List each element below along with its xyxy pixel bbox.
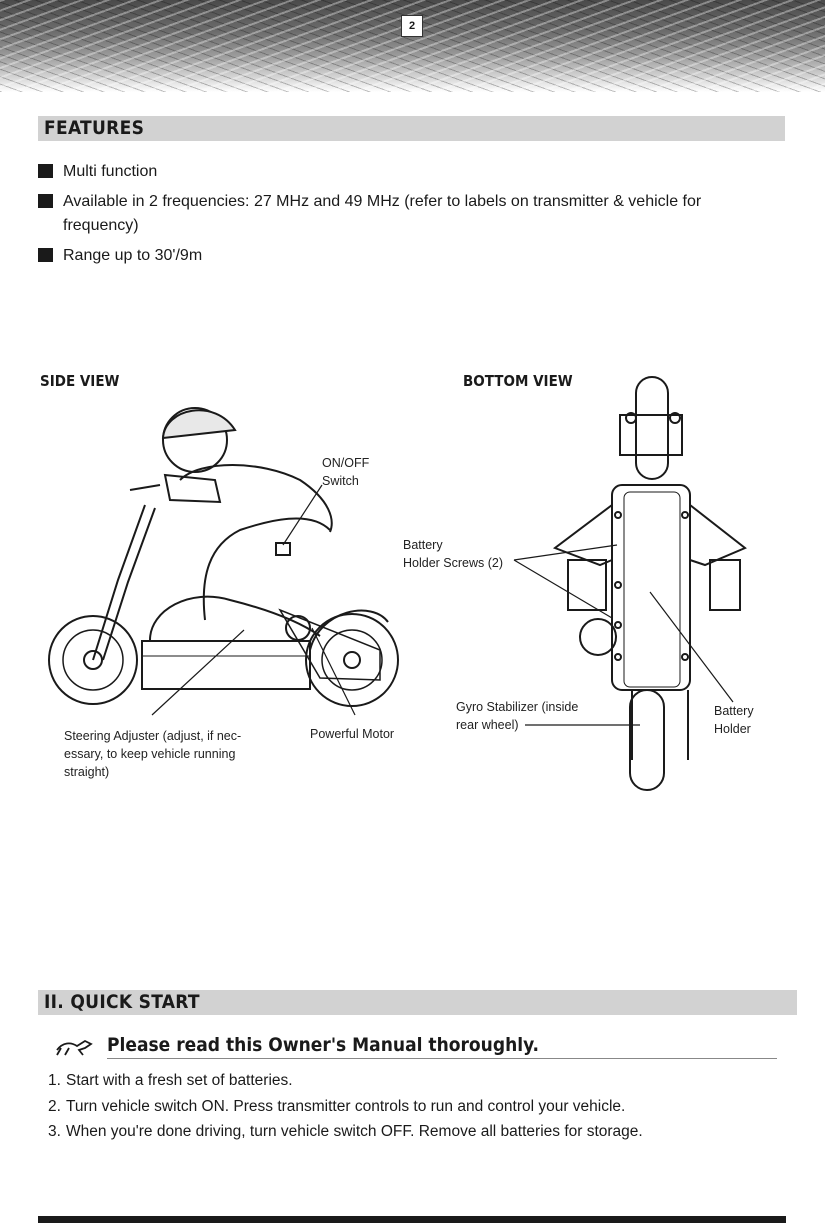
label-battery-holder: Battery Holder xyxy=(714,704,754,736)
running-dog-icon xyxy=(56,1039,93,1056)
quick-start-heading: Please read this Owner's Manual thorough… xyxy=(107,1034,777,1059)
list-item: 2.Turn vehicle switch ON. Press transmit… xyxy=(48,1097,626,1115)
features-section-title: FEATURES xyxy=(38,116,785,141)
feature-item: Multi function xyxy=(38,160,778,184)
label-gyro-stabilizer: Gyro Stabilizer (inside rear wheel) xyxy=(456,700,579,732)
quick-start-steps: 1.Start with a fresh set of batteries. 2… xyxy=(48,1068,643,1145)
feature-item: Range up to 30'/9m xyxy=(38,244,778,268)
bullet-square-icon xyxy=(38,164,53,178)
list-item: 3.When you're done driving, turn vehicle… xyxy=(48,1123,643,1140)
leader-lines xyxy=(151,484,734,726)
feature-item: Available in 2 frequencies: 27 MHz and 4… xyxy=(38,190,778,238)
quick-start-section-title: II. QUICK START xyxy=(38,990,797,1015)
bottom-view-illustration xyxy=(552,376,747,791)
label-powerful-motor: Powerful Motor xyxy=(310,727,395,741)
bullet-square-icon xyxy=(38,248,53,262)
page-number: 2 xyxy=(401,15,423,37)
label-battery-holder-screws: Battery Holder Screws (2) xyxy=(403,538,504,570)
vehicle-diagram xyxy=(48,376,747,791)
bottom-view-title: BOTTOM VIEW xyxy=(463,372,573,390)
features-list: Multi function Available in 2 frequencie… xyxy=(38,160,778,274)
label-on-off-switch: ON/OFF Switch xyxy=(322,456,370,488)
header-banner xyxy=(0,0,825,92)
side-view-illustration xyxy=(48,407,399,707)
footer-bar xyxy=(38,1216,786,1223)
list-item: 1.Start with a fresh set of batteries. xyxy=(48,1072,293,1089)
label-steering-adjuster: Steering Adjuster (adjust, if nec- essar… xyxy=(64,729,242,779)
side-view-title: SIDE VIEW xyxy=(40,372,120,390)
bullet-square-icon xyxy=(38,194,53,208)
